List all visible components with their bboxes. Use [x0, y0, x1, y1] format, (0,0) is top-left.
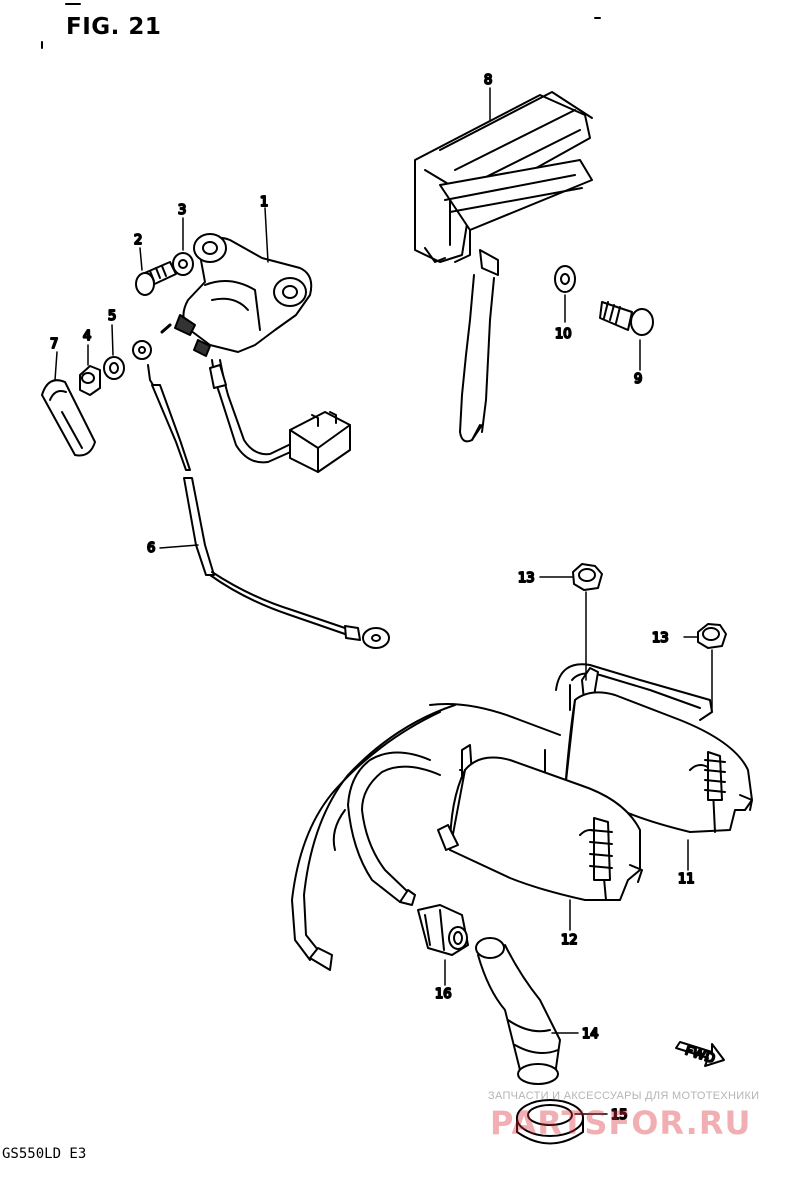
callout-13b: 13 [652, 631, 669, 646]
callout-10: 10 [555, 327, 572, 342]
leader-lines [54, 87, 713, 1115]
relay-wire-coupler [209, 359, 351, 473]
callout-5: 5 [108, 309, 116, 324]
callout-15: 15 [611, 1108, 628, 1123]
callout-8: 8 [484, 73, 492, 88]
callout-12: 12 [561, 933, 578, 948]
callout-6: 6 [147, 541, 155, 556]
bolt-9 [599, 301, 654, 336]
ignition-coil-11 [555, 663, 753, 833]
lock-washer [103, 356, 125, 380]
callout-2: 2 [134, 233, 142, 248]
terminal-cap [41, 379, 96, 457]
model-label: GS550LD E3 [2, 1146, 87, 1162]
callout-9: 9 [634, 372, 642, 387]
plug-boot-14 [475, 937, 561, 1085]
fwd-arrow-icon [675, 1041, 725, 1067]
callout-7: 7 [50, 337, 58, 352]
watermark-text: ЗАПЧАСТИ И АКСЕССУАРЫ ДЛЯ МОТОТЕХНИКИ [488, 1090, 760, 1102]
ignition-coil-12 [437, 744, 643, 901]
nut-13b [697, 623, 727, 649]
plug-cap-16 [417, 904, 469, 956]
callout-11: 11 [678, 872, 695, 887]
nut [79, 365, 101, 396]
starter-relay [160, 233, 313, 357]
callout-labels: 1 2 3 4 5 6 7 8 9 10 11 12 13 13 14 15 1… [49, 72, 718, 1124]
callout-13a: 13 [518, 571, 535, 586]
washer [172, 252, 194, 276]
seal-15 [516, 1099, 584, 1145]
watermark-logo: PARTSFOR.RU [490, 1104, 752, 1142]
figure-title: FIG. 21 [66, 14, 162, 40]
callout-14: 14 [582, 1027, 599, 1042]
callout-1: 1 [260, 195, 268, 210]
lead-wire [132, 340, 390, 649]
callout-4: 4 [83, 329, 91, 344]
nut-13a [572, 563, 603, 591]
regulator-rectifier [414, 91, 593, 443]
high-tension-leads [291, 703, 561, 971]
screw [135, 261, 177, 296]
washer-10 [554, 265, 576, 293]
callout-16: 16 [435, 987, 452, 1002]
callout-3: 3 [178, 203, 186, 218]
